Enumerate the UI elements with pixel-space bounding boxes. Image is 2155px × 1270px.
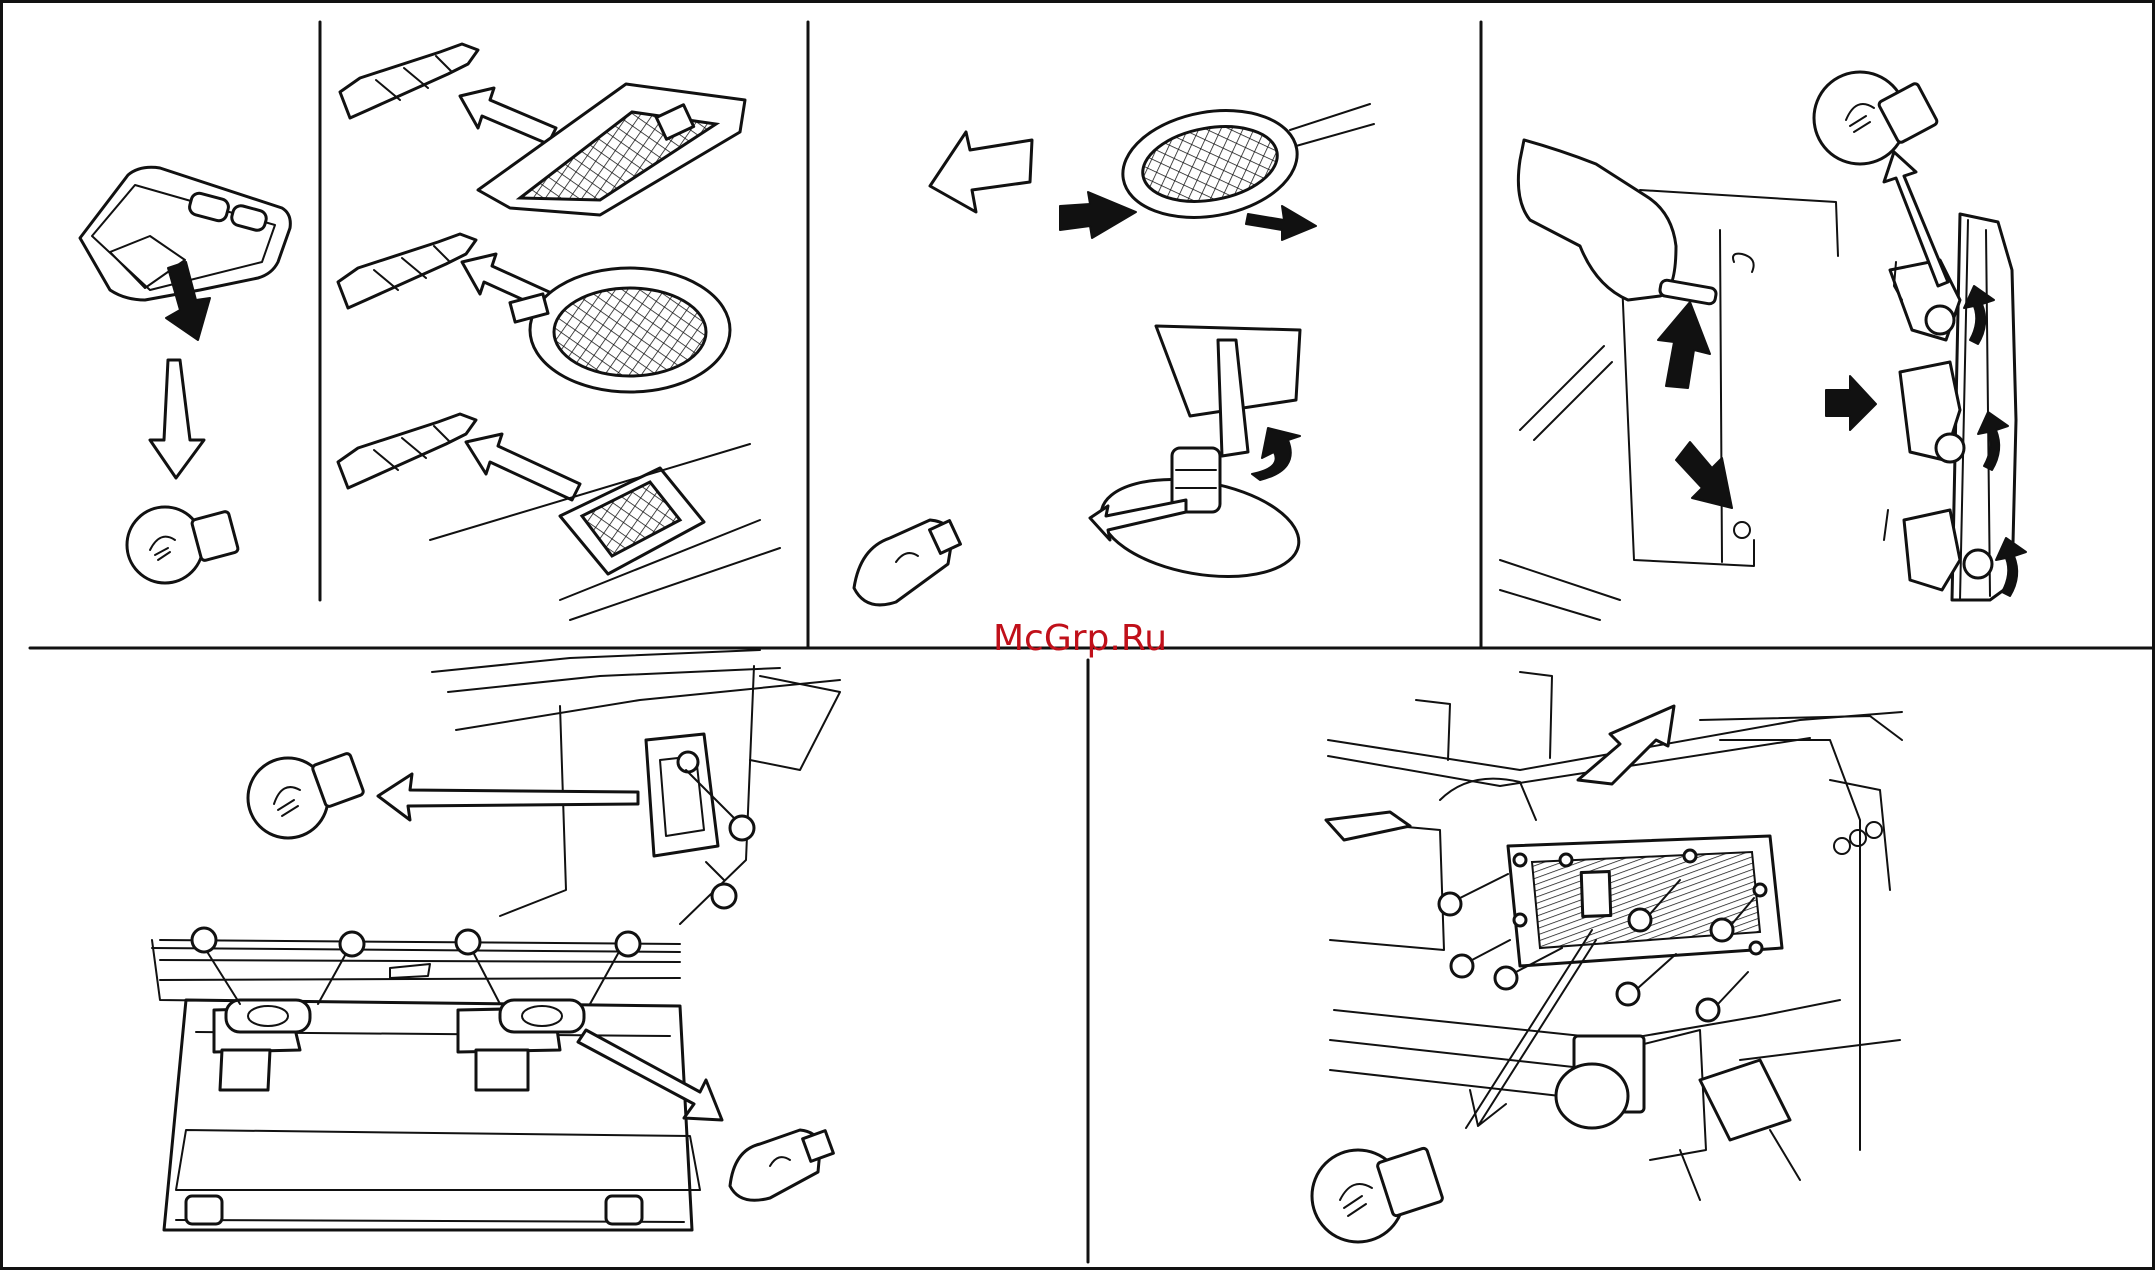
panel-rear-combination [1500, 72, 2026, 620]
gloved-hand [1518, 140, 1717, 305]
side-license-lamp [646, 734, 718, 856]
festoon-arrow-3-icon [466, 434, 580, 500]
side-wedge-bulb-icon [854, 520, 960, 605]
tailgate-structure [152, 940, 700, 1230]
watermark-text: McGrp.Ru [993, 618, 1167, 659]
panel-side-marker [854, 98, 1374, 605]
side-pull-arrow-icon [1246, 206, 1316, 240]
rectangular-lamp-housing [478, 84, 745, 215]
rear-panel-bulb-icon [1312, 1147, 1443, 1242]
license-bulb-1-icon [248, 752, 364, 838]
rear-down-arrow-icon [1676, 442, 1732, 508]
round-lamp-housing [510, 268, 730, 392]
panel-rear-panel [1312, 672, 1902, 1242]
side-forward-arrow-icon [930, 132, 1032, 212]
side-marker-lens [1114, 98, 1374, 231]
festoon-arrow-1-icon [460, 88, 556, 144]
rear-panel-hitch [1556, 1030, 1800, 1200]
festoon-bulb-3-icon [338, 414, 476, 488]
side-twist-arrow-icon [1252, 428, 1300, 480]
dome-arrow-outline-icon [150, 360, 204, 478]
panel-license-plate [152, 650, 840, 1230]
license-plate-panel [1508, 836, 1782, 966]
festoon-bulb-1-icon [340, 44, 478, 118]
rear-lamp-unit [1884, 214, 2016, 600]
side-push-arrow-icon [1060, 192, 1136, 238]
rear-bulb-icon [1814, 72, 1938, 164]
license-wedge-bulb-icon [730, 1130, 833, 1200]
rear-next-arrow-icon [1826, 376, 1876, 430]
rear-up-arrow-icon [1658, 302, 1710, 388]
side-marker-socket [1094, 326, 1307, 591]
panel-festoon-lamps [338, 44, 780, 620]
license-remove-arrow-1-icon [378, 774, 638, 820]
dome-bulb-icon [127, 507, 239, 583]
festoon-bulb-2-icon [338, 234, 476, 308]
panel-dome-lamp [80, 167, 290, 583]
